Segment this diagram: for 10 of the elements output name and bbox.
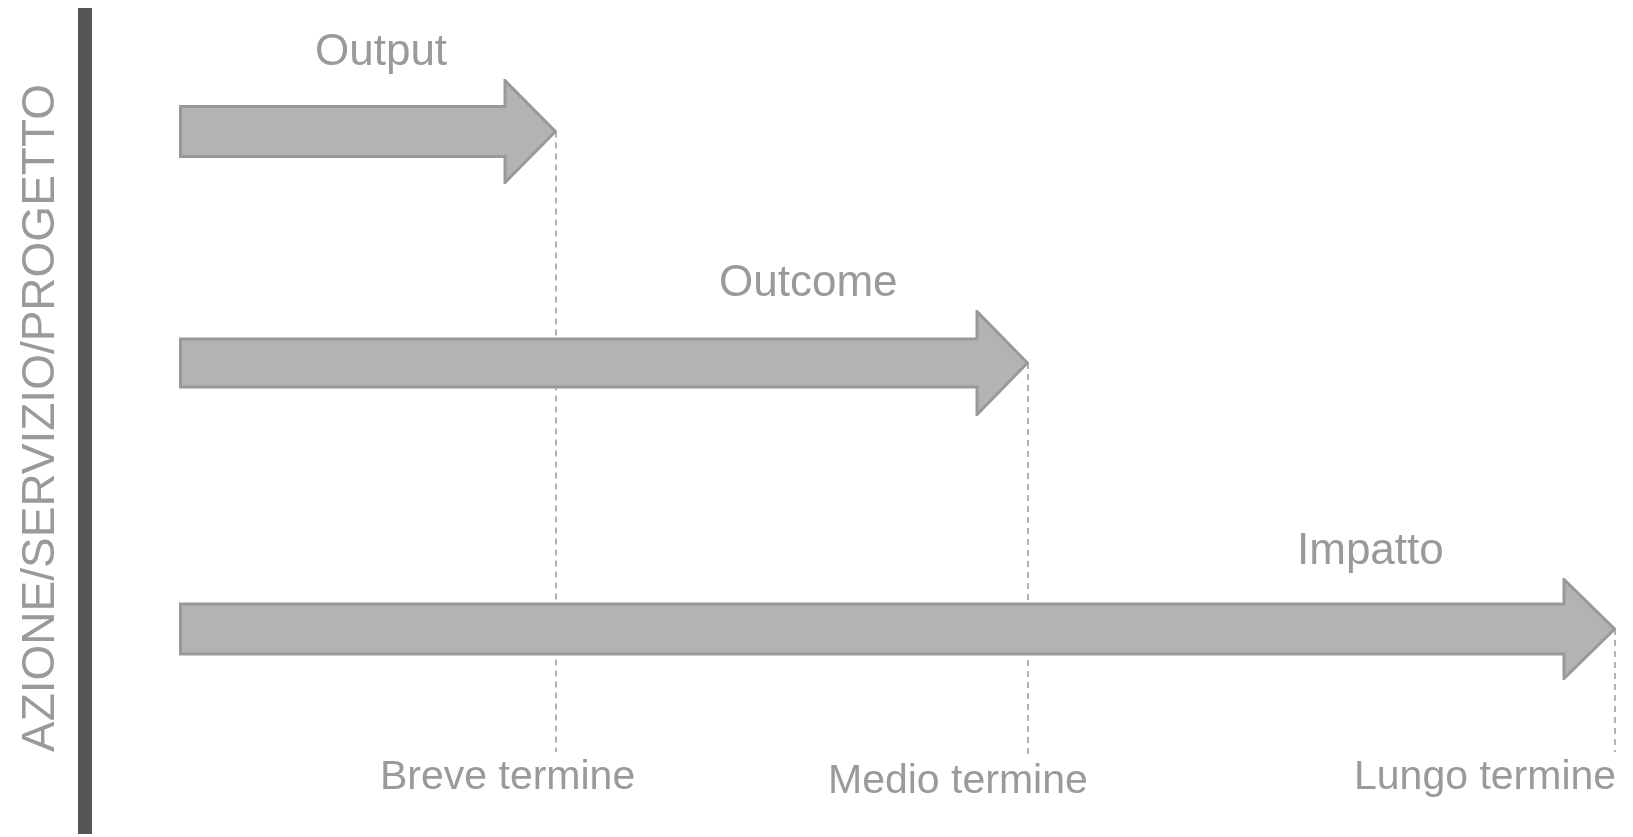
arrow-label: Output [315, 25, 448, 75]
axis-label: AZIONE/SERVIZIO/PROGETTO [11, 84, 65, 752]
arrow-label: Impatto [1297, 524, 1444, 574]
leader-line [1027, 362, 1029, 757]
arrow-label: Outcome [719, 256, 898, 306]
time-label: Breve termine [380, 752, 636, 799]
leader-line [1614, 628, 1616, 753]
vertical-bar [78, 8, 92, 834]
time-label: Medio termine [828, 756, 1088, 803]
time-label: Lungo termine [1354, 752, 1617, 799]
